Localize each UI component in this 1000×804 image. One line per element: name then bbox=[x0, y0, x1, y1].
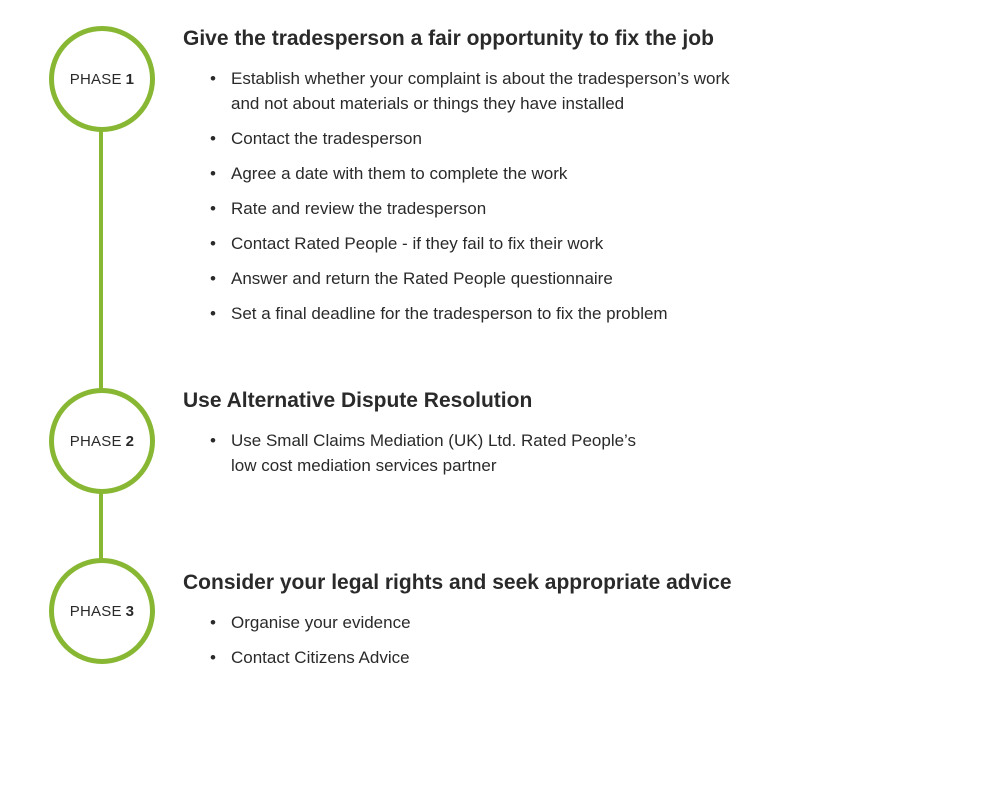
bullet-icon: • bbox=[210, 199, 216, 218]
phase-2-steps: • Use Small Claims Mediation (UK) Ltd. Ra… bbox=[183, 428, 963, 478]
bullet-icon: • bbox=[210, 431, 216, 450]
bullet-icon: • bbox=[210, 69, 216, 88]
step-item: • Use Small Claims Mediation (UK) Ltd. Ra… bbox=[183, 428, 963, 478]
phase-2-number: 2 bbox=[125, 432, 135, 450]
phase-3-steps: • Organise your evidence • Contact Citizens… bbox=[183, 610, 963, 670]
step-text-line: Use Small Claims Mediation (UK) Ltd. Rat… bbox=[231, 431, 637, 450]
step-text-line: low cost mediation services partner bbox=[231, 456, 497, 475]
phase-3-circle: PHASE 3 bbox=[49, 558, 155, 664]
step-text-line: Rate and review the tradesperson bbox=[231, 199, 487, 218]
step-text-line: Contact Rated People - if they fail to f… bbox=[231, 234, 604, 253]
step-text-line: and not about materials or things they h… bbox=[231, 94, 625, 113]
step-item: • Contact Rated People - if they fail to … bbox=[183, 231, 963, 256]
phase-2-label: PHASE bbox=[69, 432, 122, 450]
step-item: • Organise your evidence bbox=[183, 610, 963, 635]
step-item: • Answer and return the Rated People ques… bbox=[183, 266, 963, 291]
bullet-icon: • bbox=[210, 613, 216, 632]
step-text-line: Contact Citizens Advice bbox=[231, 648, 410, 667]
step-item: • Set a final deadline for the tradespers… bbox=[183, 301, 963, 326]
step-text-line: Establish whether your complaint is abou… bbox=[231, 69, 730, 88]
step-text-line: Set a final deadline for the tradesperso… bbox=[231, 304, 668, 323]
phase-3-number: 3 bbox=[125, 602, 135, 620]
step-item: • Contact the tradesperson bbox=[183, 126, 963, 151]
timeline-connector-1-2 bbox=[99, 128, 103, 392]
step-item: • Rate and review the tradesperson bbox=[183, 196, 963, 221]
phase-1-title: Give the tradesperson a fair opportunity… bbox=[183, 27, 714, 50]
bullet-icon: • bbox=[210, 164, 216, 183]
phase-3-section: Consider your legal rights and seek appr… bbox=[183, 570, 963, 680]
phase-3-title: Consider your legal rights and seek appr… bbox=[183, 571, 732, 594]
bullet-icon: • bbox=[210, 129, 216, 148]
step-text-line: Contact the tradesperson bbox=[231, 129, 422, 148]
timeline-connector-2-3 bbox=[99, 490, 103, 562]
phase-1-label: PHASE bbox=[69, 70, 122, 88]
step-item: • Agree a date with them to complete the … bbox=[183, 161, 963, 186]
phase-3-label: PHASE bbox=[69, 602, 122, 620]
step-text-line: Agree a date with them to complete the w… bbox=[231, 164, 568, 183]
phase-1-circle: PHASE 1 bbox=[49, 26, 155, 132]
bullet-icon: • bbox=[210, 648, 216, 667]
step-item: • Contact Citizens Advice bbox=[183, 645, 963, 670]
phase-2-title: Use Alternative Dispute Resolution bbox=[183, 389, 533, 412]
bullet-icon: • bbox=[210, 269, 216, 288]
phase-2-section: Use Alternative Dispute Resolution • Use … bbox=[183, 388, 963, 488]
step-text-line: Answer and return the Rated People quest… bbox=[231, 269, 613, 288]
phase-1-number: 1 bbox=[125, 70, 135, 88]
phase-2-circle: PHASE 2 bbox=[49, 388, 155, 494]
step-text-line: Organise your evidence bbox=[231, 613, 411, 632]
phase-1-section: Give the tradesperson a fair opportunity… bbox=[183, 26, 963, 336]
bullet-icon: • bbox=[210, 234, 216, 253]
step-item: • Establish whether your complaint is abo… bbox=[183, 66, 963, 116]
bullet-icon: • bbox=[210, 304, 216, 323]
phase-1-steps: • Establish whether your complaint is abo… bbox=[183, 66, 963, 326]
